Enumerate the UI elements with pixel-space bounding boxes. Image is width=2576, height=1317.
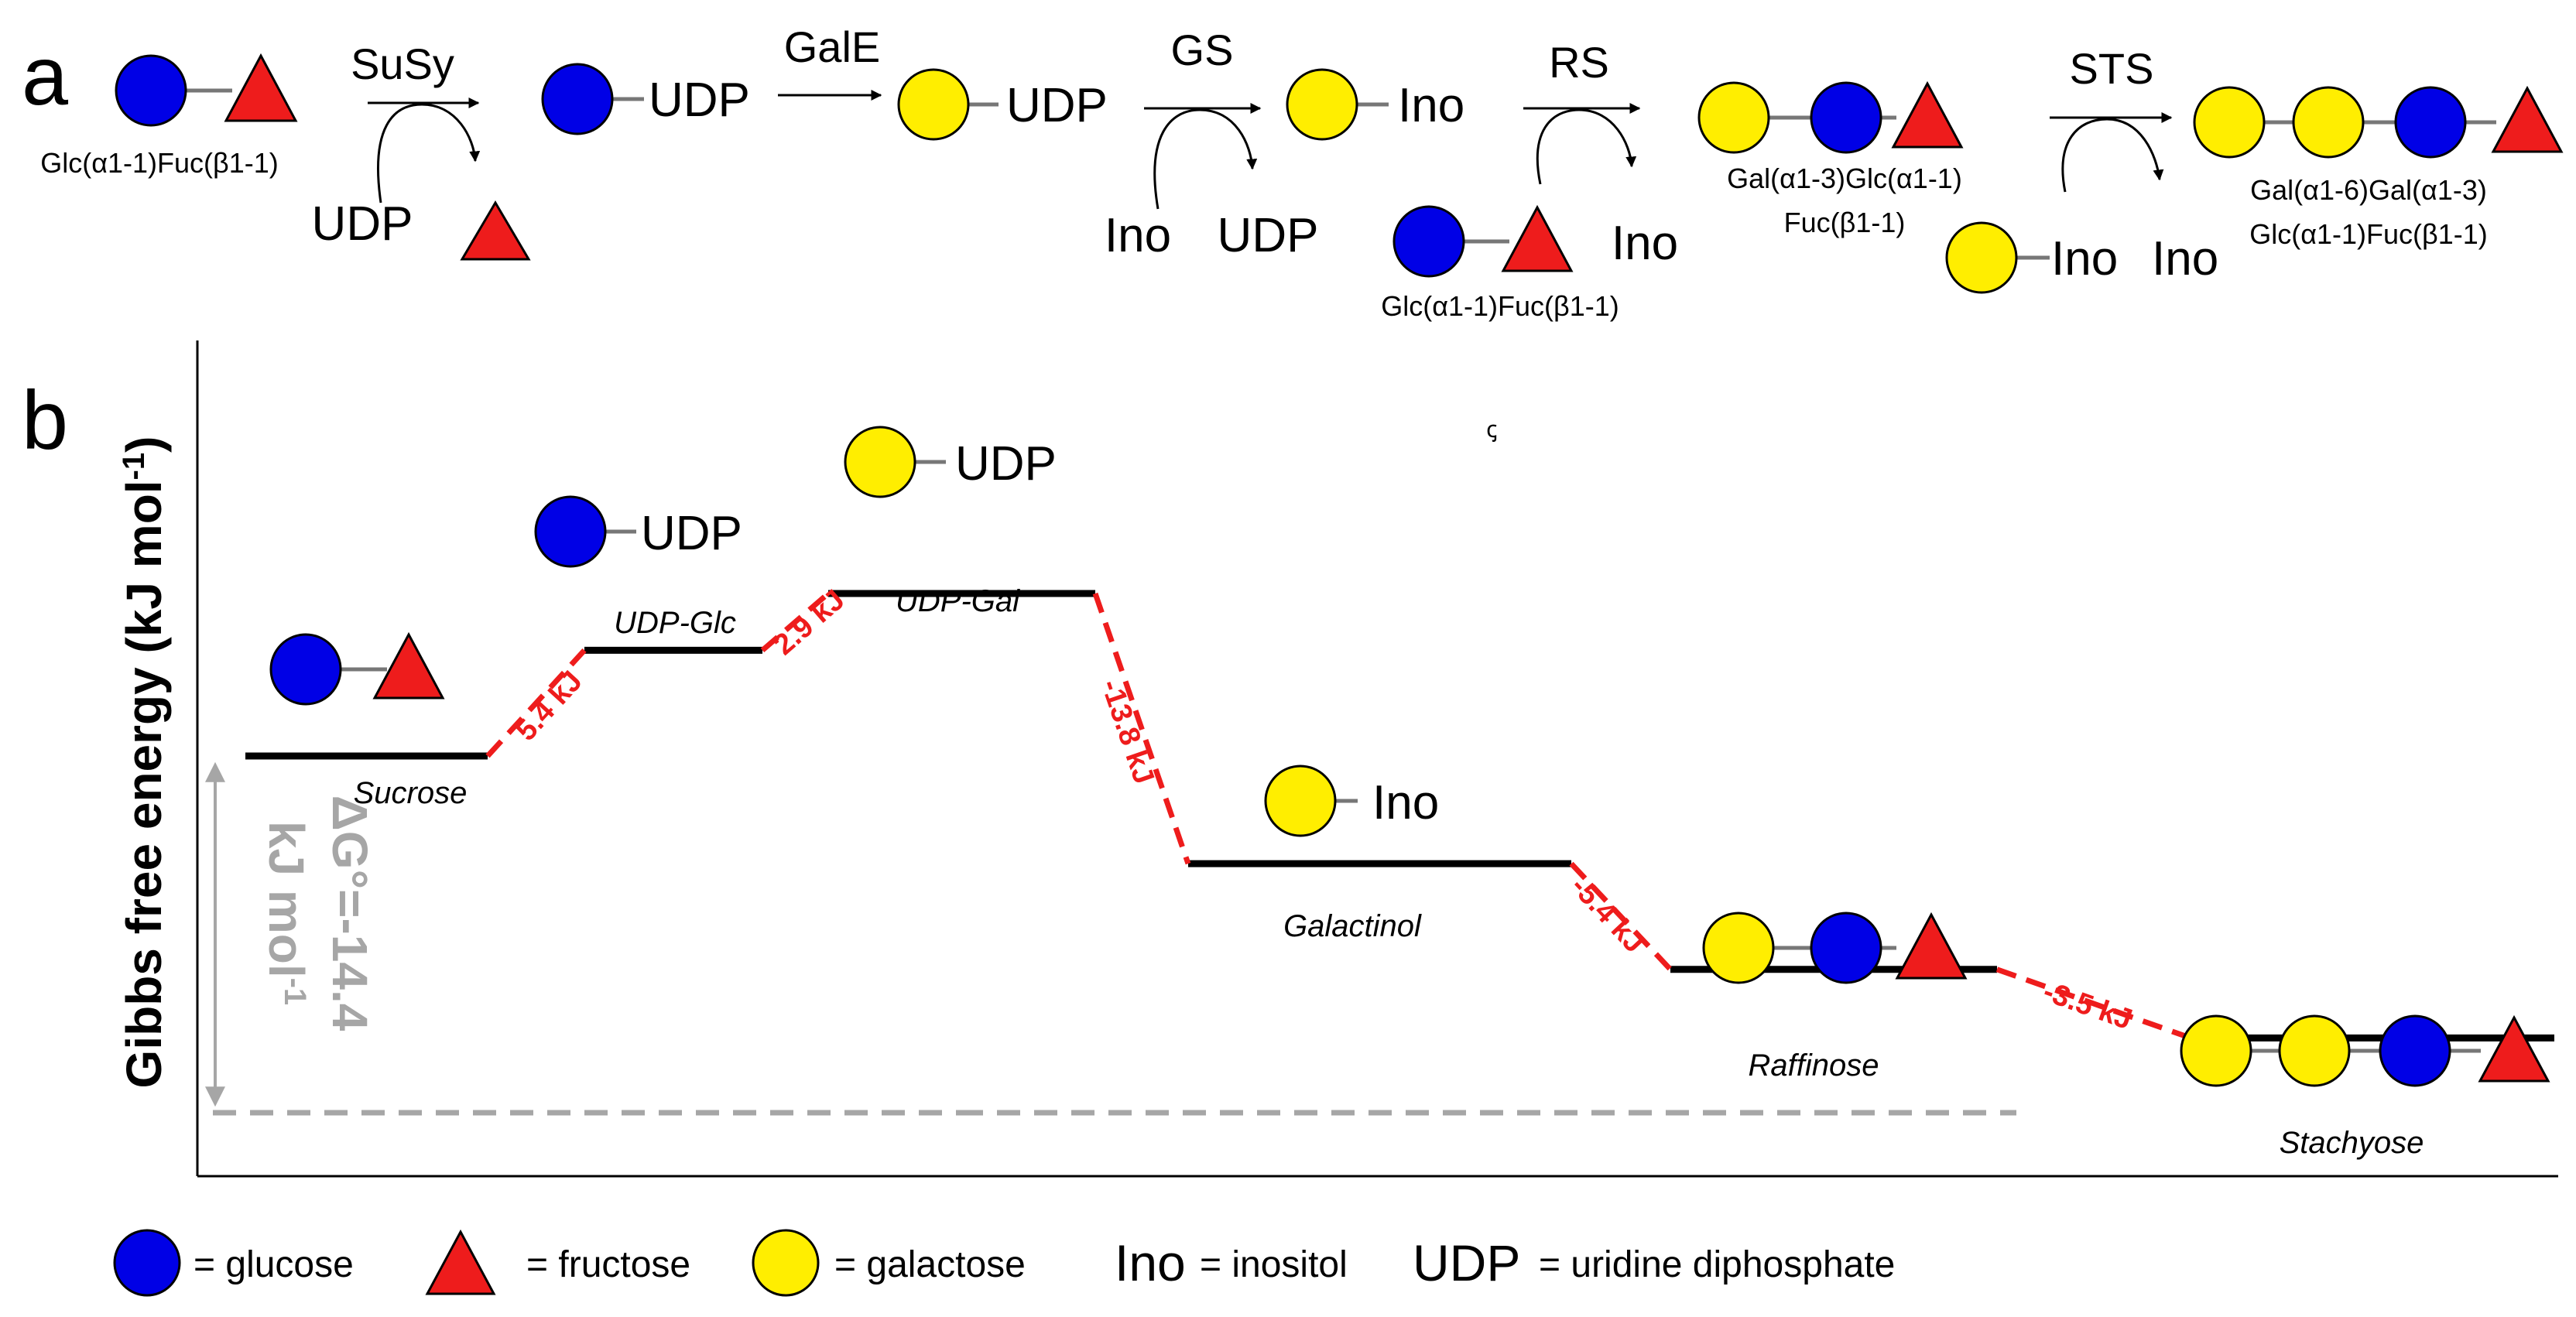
- step-label-3: -13.8 kJ: [1094, 676, 1160, 788]
- galactose-icon: [1286, 68, 1389, 141]
- glucose-icon: [541, 63, 644, 135]
- sucrose-icon: [115, 53, 298, 127]
- overall-delta-unit: kJ mol-1: [259, 821, 314, 1005]
- legend-glucose-icon: [113, 1229, 181, 1297]
- legend-fructose: = fructose: [526, 1244, 690, 1285]
- udp-glc-level-icon: [534, 495, 636, 568]
- overall-delta-g: ΔG°=-14.4: [322, 795, 378, 1031]
- state-label-galactinol: Galactinol: [1283, 909, 1422, 943]
- raffinose-level-icon: [1702, 912, 1968, 984]
- energy-step-3: [1092, 592, 1191, 865]
- udp-glc-level-label: UDP: [641, 507, 742, 560]
- energy-step-4: [1569, 861, 1673, 972]
- curved-arrow-gs: [1153, 108, 1258, 210]
- rs-cosubstrate-caption: Glc(α1-1)Fuc(β1-1): [1381, 290, 1619, 322]
- curved-arrow-susy: [377, 103, 481, 204]
- enzyme-rs: RS: [1549, 38, 1609, 87]
- y-axis-title: Gibbs free energy (kJ mol-1): [116, 436, 172, 1089]
- stray-mark: ꞔ: [1486, 417, 1497, 443]
- legend-galactose-icon: [752, 1229, 820, 1297]
- stachyose-icon: [2193, 85, 2564, 159]
- enzyme-susy: SuSy: [351, 39, 454, 88]
- stachyose-caption-2: Glc(α1-1)Fuc(β1-1): [2249, 218, 2488, 250]
- curved-arrow-sts: [2061, 118, 2164, 193]
- sucrose-icon: [1392, 204, 1574, 278]
- galactinol-label: Ino: [1398, 79, 1464, 132]
- step-label-5: -3.5 kJ: [2039, 975, 2136, 1036]
- enzyme-sts: STS: [2070, 44, 2154, 93]
- susy-cosubstrate: UDP: [312, 197, 413, 251]
- state-label-raffinose: Raffinose: [1749, 1048, 1879, 1083]
- stachyose-level-icon: [2180, 1014, 2550, 1087]
- step-label-4: -5.4 kJ: [1564, 871, 1651, 960]
- legend-ino-symbol: Ino: [1115, 1234, 1186, 1291]
- energy-step-1: [485, 648, 587, 758]
- raffinose-icon: [1697, 80, 1964, 154]
- galactinol-icon: [1945, 221, 2050, 294]
- energy-step-5: [1995, 966, 2192, 1041]
- sucrose-level-icon: [269, 631, 445, 706]
- enzyme-gs: GS: [1171, 26, 1234, 74]
- legend-inositol: = inositol: [1200, 1244, 1348, 1285]
- udp-gal-label: UDP: [1006, 79, 1108, 132]
- stachyose-caption-1: Gal(α1-6)Gal(α1-3): [2250, 174, 2487, 206]
- state-label-sucrose: Sucrose: [354, 776, 468, 810]
- step-label-2: 2.9 kJ: [768, 583, 851, 662]
- raffinose-caption-2: Fuc(β1-1): [1784, 207, 1906, 238]
- panel-label-b: b: [22, 373, 68, 467]
- legend-galactose: = galactose: [834, 1244, 1026, 1285]
- step-label-1: 5.4 kJ: [509, 665, 588, 747]
- galactinol-level-label: Ino: [1372, 776, 1439, 830]
- legend-fructose-icon: [425, 1229, 496, 1295]
- sucrose-caption: Glc(α1-1)Fuc(β1-1): [40, 147, 279, 179]
- state-label-udp-glc: UDP-Glc: [614, 606, 736, 640]
- legend-udp-symbol: UDP: [1413, 1234, 1520, 1291]
- udp-glc-label: UDP: [649, 74, 750, 127]
- legend-udp: = uridine diphosphate: [1539, 1244, 1895, 1285]
- state-label-stachyose: Stachyose: [2280, 1126, 2424, 1160]
- gs-cosubstrate: Ino: [1105, 209, 1171, 262]
- fructose-icon: [460, 200, 531, 261]
- galactose-icon: [897, 68, 999, 141]
- legend: = glucose = fructose = galactose Ino = i…: [113, 1229, 1895, 1297]
- sts-cosubstrate: Ino: [2051, 232, 2118, 286]
- udp-gal-level-label: UDP: [955, 437, 1057, 491]
- sts-coproduct: Ino: [2152, 232, 2218, 286]
- panel-label-a: a: [22, 29, 69, 122]
- raffinose-caption-1: Gal(α1-3)Glc(α1-1): [1727, 162, 1962, 194]
- curved-arrow-rs: [1536, 108, 1637, 185]
- legend-glucose: = glucose: [194, 1244, 354, 1285]
- udp-gal-level-icon: [844, 426, 946, 498]
- enzyme-gale: GalE: [784, 22, 881, 71]
- energy-step-2: [760, 591, 831, 653]
- rs-coproduct: Ino: [1612, 217, 1678, 270]
- gs-coproduct: UDP: [1218, 209, 1319, 262]
- galactinol-level-icon: [1264, 765, 1358, 837]
- state-label-udp-gal: UDP-Gal: [896, 584, 1020, 618]
